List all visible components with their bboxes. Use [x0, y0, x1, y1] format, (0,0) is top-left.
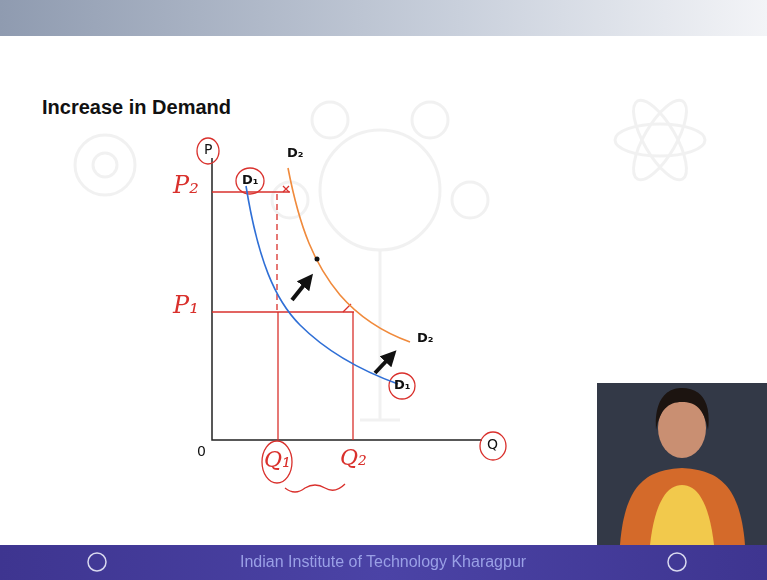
top-bar [0, 0, 767, 36]
curve-label: D₁ [394, 378, 411, 392]
shift-arrow [292, 280, 308, 300]
quantity-label: Q₁ [264, 448, 291, 472]
quantity-label: Q₂ [340, 446, 367, 470]
axis-label: Q [487, 437, 498, 452]
price-label: P₂ [173, 172, 199, 198]
curve-label: D₂ [417, 331, 434, 345]
curve-label: D₁ [242, 173, 259, 187]
logo [668, 553, 686, 571]
footer-text: Indian Institute of Technology Kharagpur [240, 553, 526, 571]
origin-label: 0 [197, 444, 206, 459]
axes [212, 158, 482, 440]
logo [88, 553, 106, 571]
shift-arrow [375, 356, 391, 373]
presenter-video [597, 383, 767, 545]
point [315, 257, 320, 262]
watermark [75, 93, 705, 420]
curve-label: D₂ [287, 146, 304, 160]
annotation-lines [197, 138, 506, 492]
axis-label: P [204, 142, 212, 157]
price-label: P₁ [173, 292, 199, 318]
demand-curve-d1 [246, 186, 398, 384]
footer-bar [0, 545, 767, 580]
demand-curve-d2 [288, 168, 410, 342]
slide-title: Increase in Demand [42, 96, 231, 118]
